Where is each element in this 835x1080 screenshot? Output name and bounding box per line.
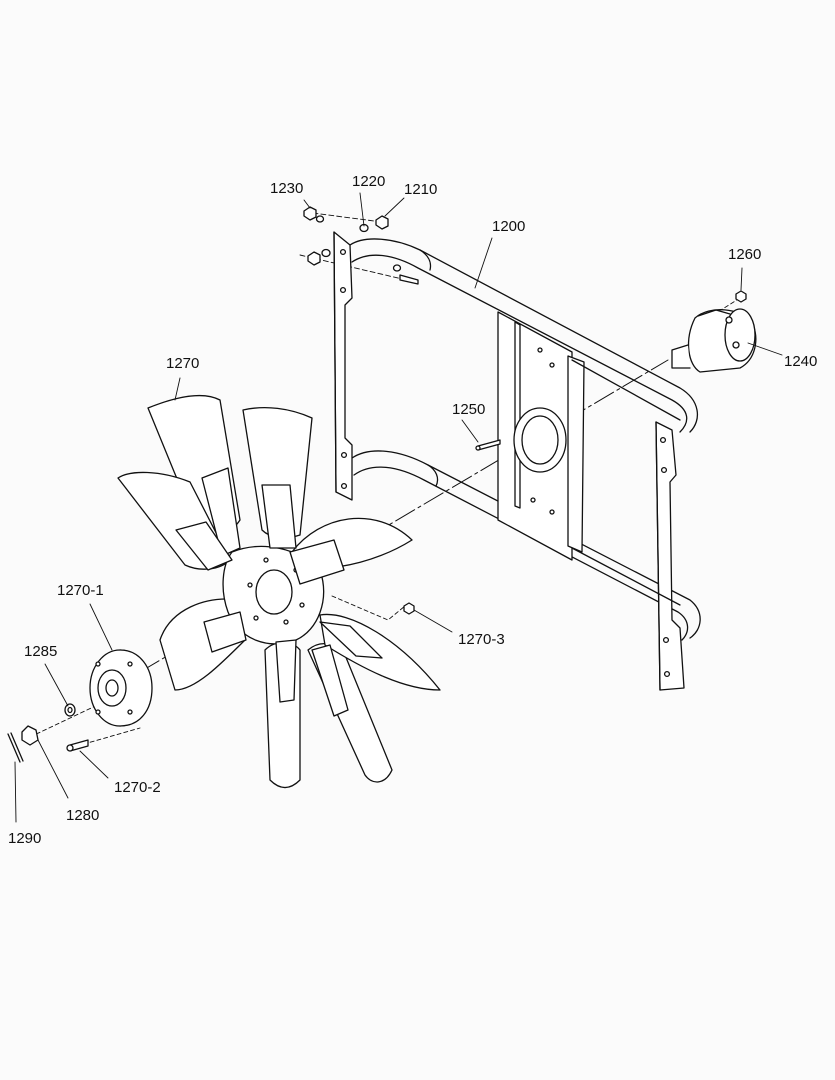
callout-1280: 1280 xyxy=(66,807,100,824)
fastener-1270-2-bolt xyxy=(67,740,88,751)
bolt-axis-line-2 xyxy=(304,211,383,223)
callout-1270-1: 1270-1 xyxy=(57,582,104,599)
hydraulic-motor xyxy=(672,309,756,372)
fastener-1290-pin xyxy=(8,733,23,762)
fan-guard-frame xyxy=(334,232,700,690)
fastener-1270-3-nut xyxy=(404,603,414,614)
fan-hub-pulley xyxy=(90,650,152,726)
callout-1285: 1285 xyxy=(24,643,58,660)
fastener-1250-bolt xyxy=(476,440,500,450)
callout-1220: 1220 xyxy=(352,173,386,190)
callout-1240: 1240 xyxy=(784,353,818,370)
fastener-1280-nut xyxy=(22,726,38,745)
callout-1270: 1270 xyxy=(166,355,200,372)
fastener-1220-washer xyxy=(360,216,388,232)
callout-1290: 1290 xyxy=(8,830,42,847)
callout-1260: 1260 xyxy=(728,246,762,263)
callout-1210: 1210 xyxy=(404,181,438,198)
fan-blade-assembly xyxy=(118,396,440,788)
callout-1230: 1230 xyxy=(270,180,304,197)
callout-1200: 1200 xyxy=(492,218,526,235)
leader-1270-2-dashed xyxy=(69,727,141,749)
callout-1270-3: 1270-3 xyxy=(458,631,505,648)
fastener-lower-nut xyxy=(308,250,418,285)
callout-1250: 1250 xyxy=(452,401,486,418)
fastener-1285-washer xyxy=(65,704,75,716)
leader-lines xyxy=(14,192,783,823)
fastener-1230-nut xyxy=(304,207,324,222)
callout-1270-2: 1270-2 xyxy=(114,779,161,796)
fastener-1260-nut xyxy=(736,291,746,302)
